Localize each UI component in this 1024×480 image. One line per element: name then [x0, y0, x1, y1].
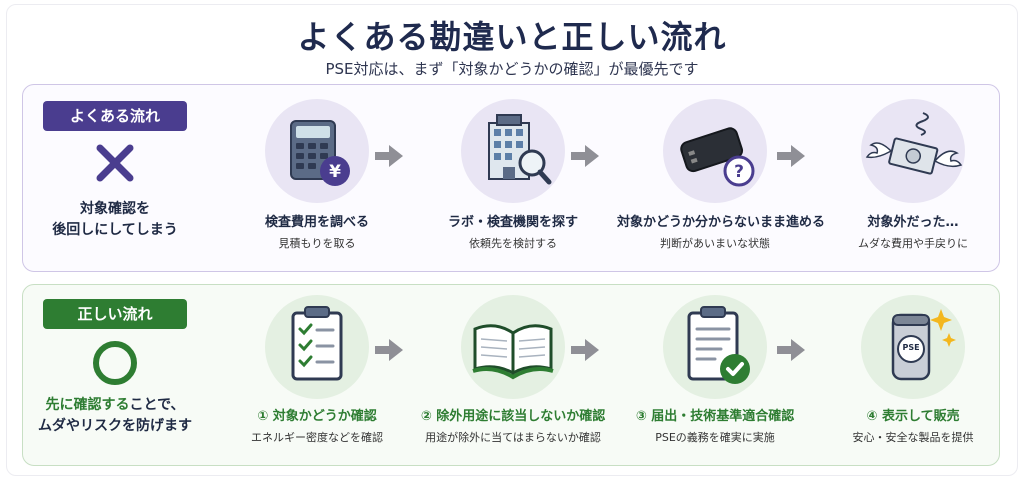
common-step-2: ラボ・検査機関を探す 依頼先を検討する [415, 85, 611, 273]
correct-step-3-title: ③ 届出・技術基準適合確認 [635, 409, 795, 424]
correct-step-1-desc: エネルギー密度などを確認 [251, 431, 383, 444]
common-step-4-desc: ムダな費用や手戻りに [858, 237, 968, 250]
common-step-2-desc: 依頼先を検討する [469, 237, 557, 250]
arrow-right-icon [571, 145, 599, 167]
pse-mark: PSE [902, 343, 920, 352]
correct-flow-note: 先に確認することで、 ムダやリスクを防げます [29, 395, 201, 437]
common-step-1: ¥ 検査費用を調べる 見積もりを取る [219, 85, 415, 273]
correct-flow-note-line2: ムダやリスクを防げます [38, 418, 192, 434]
svg-text:¥: ¥ [329, 162, 341, 182]
correct-flow-note-rest: ことで、 [129, 397, 185, 413]
common-step-1-desc: 見積もりを取る [278, 237, 356, 250]
page-title: よくある勘違いと正しい流れ [297, 18, 727, 56]
common-flow-note-line1: 対象確認を [80, 201, 150, 217]
calculator-yen-icon: ¥ [265, 99, 369, 203]
correct-flow-panel: 正しい流れ 先に確認することで、 ムダやリスクを防げます ① 対象かどうか確認 … [22, 284, 1000, 466]
circle-ok-icon [93, 341, 137, 385]
common-flow-note: 対象確認を 後回しにしてしまう [29, 199, 201, 241]
correct-step-1: ① 対象かどうか確認 エネルギー密度などを確認 [219, 285, 415, 467]
correct-step-4-title: ④ 表示して販売 [866, 409, 960, 424]
arrow-right-icon [777, 145, 805, 167]
correct-step-1-title: ① 対象かどうか確認 [257, 409, 377, 424]
correct-flow-note-emphasis: 先に確認する [45, 397, 130, 413]
common-step-1-title: 検査費用を調べる [264, 215, 369, 230]
page-subtitle: PSE対応は、まず「対象かどうかの確認」が最優先です [325, 60, 699, 78]
common-step-2-title: ラボ・検査機関を探す [447, 215, 578, 230]
cross-icon [96, 144, 134, 182]
common-step-4-title: 対象外だった… [867, 215, 959, 230]
common-flow-note-line2: 後回しにしてしまう [52, 222, 178, 238]
common-step-4: 対象外だった… ムダな費用や手戻りに [815, 85, 1011, 273]
common-flow-label: よくある流れ [43, 101, 187, 131]
flying-money-icon [861, 99, 965, 203]
open-book-icon [461, 295, 565, 399]
lab-building-search-icon [461, 99, 565, 203]
arrow-right-icon [375, 339, 403, 361]
correct-step-2-title: ② 除外用途に該当しないか確認 [420, 409, 606, 424]
correct-step-2-desc: 用途が除外に当てはまらないか確認 [425, 431, 601, 444]
common-step-3-title: 対象かどうか分からないまま進める [617, 215, 826, 230]
correct-step-2: ② 除外用途に該当しないか確認 用途が除外に当てはまらないか確認 [415, 285, 611, 467]
correct-step-3-desc: PSEの義務を確実に実施 [655, 431, 775, 444]
clipboard-check-badge-icon [663, 295, 767, 399]
correct-step-4-desc: 安心・安全な製品を提供 [852, 431, 974, 444]
power-bank-question-icon: ? [663, 99, 767, 203]
common-step-3: ? 対象かどうか分からないまま進める 判断があいまいな状態 [617, 85, 826, 273]
correct-flow-label: 正しい流れ [43, 299, 187, 329]
common-step-3-desc: 判断があいまいな状態 [660, 237, 770, 250]
svg-text:?: ? [734, 162, 744, 182]
battery-pse-icon: PSE [861, 295, 965, 399]
correct-step-3: ③ 届出・技術基準適合確認 PSEの義務を確実に実施 [617, 285, 813, 467]
correct-flow-note-line1: 先に確認することで、 [29, 395, 201, 416]
common-flow-panel: よくある流れ 対象確認を 後回しにしてしまう ¥ 検査費用を調べる 見積もりを取… [22, 84, 1000, 272]
correct-step-4: PSE ④ 表示して販売 安心・安全な製品を提供 [815, 285, 1011, 467]
arrow-right-icon [571, 339, 599, 361]
clipboard-checklist-icon [265, 295, 369, 399]
arrow-right-icon [375, 145, 403, 167]
arrow-right-icon [777, 339, 805, 361]
